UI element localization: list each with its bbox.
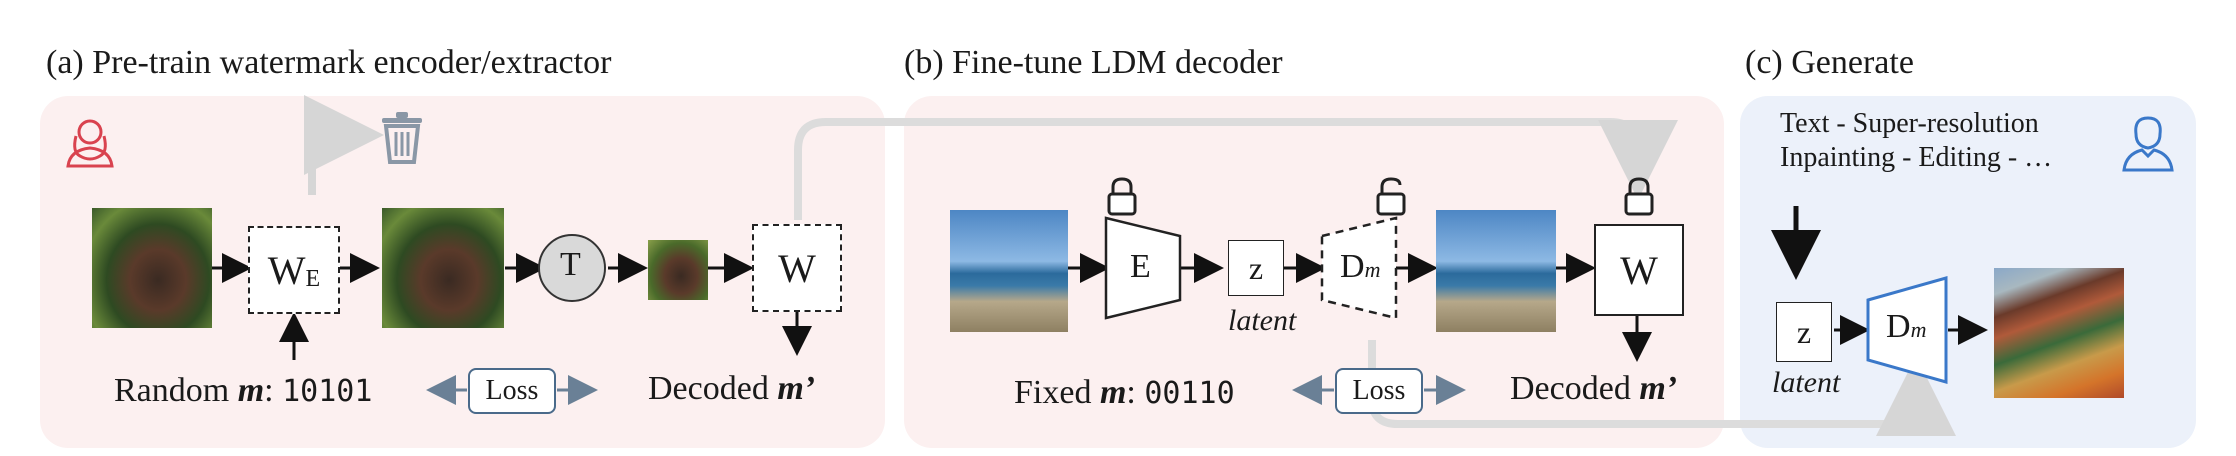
watermarked-decoder-label: Dm [1886, 308, 1927, 345]
latent-caption-c: latent [1772, 366, 1841, 399]
unlock-icon [1376, 177, 1406, 216]
image-encoder-label: E [1130, 248, 1151, 285]
transform-circle [538, 234, 606, 302]
discard-flow-arrow [304, 95, 384, 195]
encoder-label: W [267, 247, 306, 293]
watermark-extractor-box-a: W [752, 224, 842, 312]
latent-box-c: z [1776, 302, 1832, 362]
transfer-extractor-arrow [794, 118, 1678, 220]
latent-box-b: z [1228, 240, 1284, 296]
encoder-subscript: E [305, 265, 321, 292]
loss-box-a: Loss [468, 368, 556, 414]
panel-b-title: (b) Fine-tune LDM decoder [904, 44, 1283, 81]
latent-caption-b: latent [1228, 304, 1297, 337]
transform-label: T [560, 246, 581, 283]
input-cat-image [92, 208, 212, 328]
watermarked-cat-image [382, 208, 504, 328]
attacker-icon [66, 119, 114, 168]
decoded-message-label-a: Decoded m’ [648, 370, 816, 407]
ldm-decoder-shape [1320, 216, 1398, 320]
panel-c-title: (c) Generate [1745, 44, 1914, 81]
generated-painting-image [1994, 268, 2124, 398]
decoded-message-label-b: Decoded m’ [1510, 370, 1678, 407]
generation-tasks-line-1: Text - Super-resolution [1780, 108, 2039, 139]
trash-icon [382, 112, 422, 164]
watermarked-decoder-shape [1866, 276, 1948, 384]
user-icon [2122, 116, 2174, 172]
fixed-message-label: Fixed m: 00110 [1014, 374, 1235, 411]
watermarked-bird-image [1436, 210, 1556, 332]
input-bird-image [950, 210, 1068, 332]
image-encoder-shape [1104, 216, 1182, 320]
transformed-cat-image [648, 240, 708, 300]
extractor-label-b: W [1620, 247, 1658, 293]
generation-tasks-line-2: Inpainting - Editing - … [1780, 142, 2053, 173]
panel-a-title: (a) Pre-train watermark encoder/extracto… [46, 44, 612, 81]
extractor-label-a: W [778, 245, 816, 291]
watermark-extractor-box-b: W [1594, 224, 1684, 316]
lock-icon [1624, 177, 1654, 216]
ldm-decoder-label: Dm [1340, 248, 1381, 285]
lock-icon [1107, 177, 1137, 216]
random-message-label: Random m: 10101 [114, 372, 373, 409]
loss-box-b: Loss [1335, 368, 1423, 414]
